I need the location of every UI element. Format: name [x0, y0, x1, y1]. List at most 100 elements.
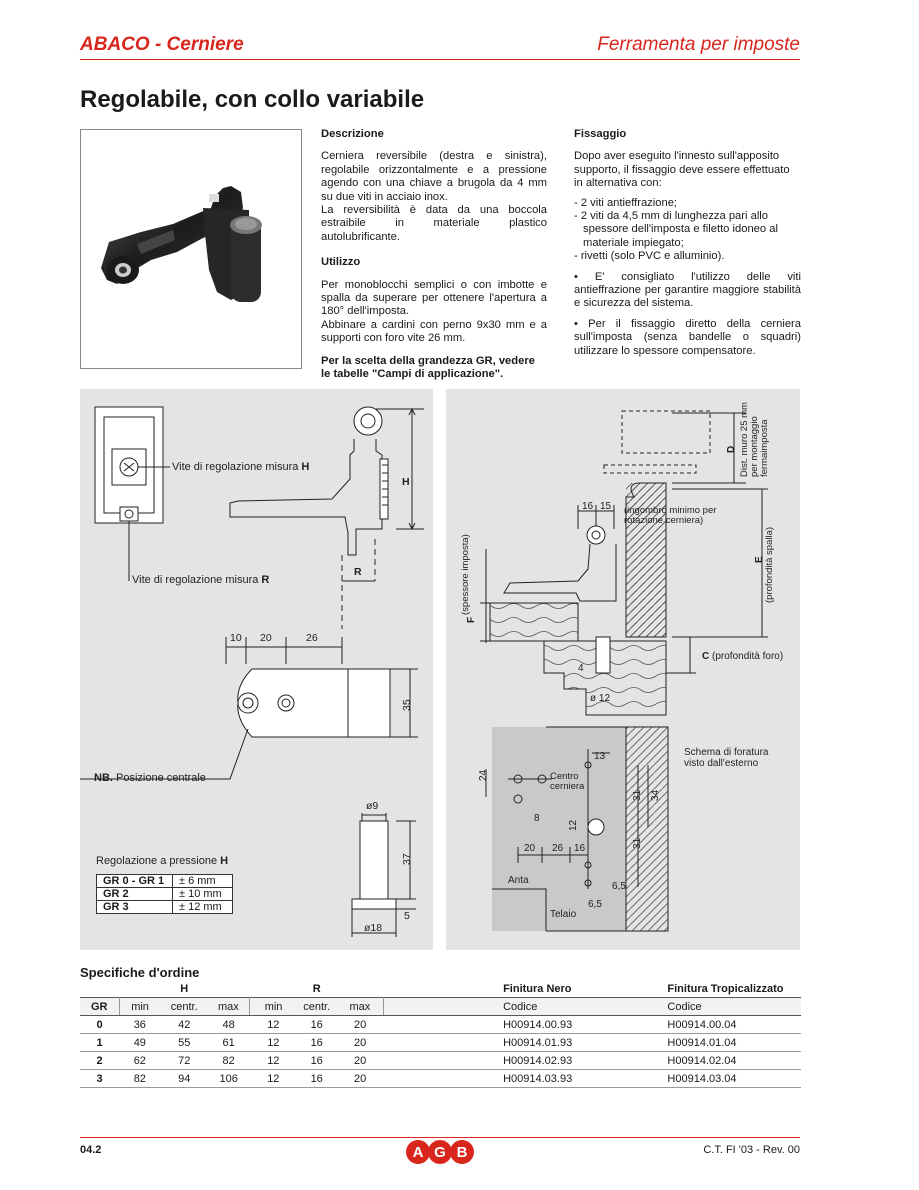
cell-codice: H00914.03.04: [667, 1069, 801, 1088]
dim-37: 37: [401, 853, 413, 865]
cell-gr: 3: [80, 1069, 120, 1088]
description-column: Descrizione Cerniera reversibile (destra…: [321, 128, 547, 382]
dim-8: 8: [534, 813, 540, 824]
schema-label: visto dall'esterno: [684, 758, 759, 769]
footer-divider: [80, 1137, 800, 1138]
utilizzo-note: Per la scelta della grandezza GR, vedere…: [321, 354, 535, 381]
cell: 12: [249, 1033, 298, 1052]
dim-20: 20: [260, 632, 272, 644]
dim-65b: 6,5: [588, 899, 602, 910]
col-codice-trop: Codice: [667, 997, 801, 1016]
vite-r-label: Vite di regolazione misura R: [132, 574, 269, 586]
spessore-imposta: (spessore imposta): [460, 534, 471, 615]
ingombro-label: rotazione cerniera): [624, 515, 703, 526]
cell: 16: [297, 1051, 337, 1070]
fissaggio-bullet: • E' consigliato l'utilizzo delle viti a…: [574, 270, 801, 310]
col-h-min: min: [119, 997, 161, 1016]
specifiche-table: H R Finitura Nero Finitura Tropicalizzat…: [80, 981, 801, 1088]
col-r-max: max: [336, 997, 385, 1016]
svg-text:B: B: [457, 1144, 468, 1161]
centro-label: Centro: [550, 771, 579, 782]
dim-f: F: [466, 617, 477, 623]
cell: 72: [160, 1051, 208, 1070]
cell: 62: [119, 1051, 161, 1070]
dim-16b: 16: [574, 843, 586, 854]
dim-d12: ø 12: [590, 693, 610, 704]
cell: 106: [207, 1069, 250, 1088]
cell: 16: [297, 1033, 337, 1052]
fissaggio-item: - 2 viti da 4,5 mm di lunghezza pari all…: [574, 210, 778, 249]
dim-r: R: [354, 566, 362, 578]
page-title: Regolabile, con collo variabile: [80, 86, 425, 113]
cell: 36: [119, 1015, 161, 1034]
col-gr: GR: [80, 997, 120, 1016]
cell: 48: [207, 1015, 250, 1034]
col-r-centr: centr.: [297, 997, 337, 1016]
descrizione-heading: Descrizione: [321, 128, 384, 140]
dim-d: D: [726, 446, 737, 453]
reg-val: ± 6 mm: [172, 874, 233, 888]
ingombro-label: (ingombro minimo per: [624, 505, 716, 516]
svg-text:A: A: [413, 1144, 424, 1161]
dim-15: 15: [600, 501, 612, 512]
dim-d18: ø18: [364, 922, 382, 934]
telaio-label: Telaio: [550, 909, 577, 920]
cell-gr: 2: [80, 1051, 120, 1070]
cell: 16: [297, 1069, 337, 1088]
utilizzo-p2: Abbinare a cardini con perno 9x30 mm e a…: [321, 318, 547, 345]
fissaggio-item: - rivetti (solo PVC e alluminio).: [574, 250, 725, 263]
dim-65a: 6,5: [612, 881, 626, 892]
finitura-nero: Finitura Nero: [503, 983, 572, 995]
section-title: ABACO - Cerniere: [80, 34, 244, 55]
technical-drawing-left: Vite di regolazione misura H Vite di reg…: [80, 389, 433, 950]
dist-label: per montaggio: [749, 416, 760, 477]
group-h: H: [180, 983, 189, 995]
dim-31b: 31: [632, 837, 643, 849]
revision-label: C.T. FI '03 - Rev. 00: [703, 1144, 800, 1156]
utilizzo-p1: Per monoblocchi semplici o con imbotte e…: [321, 278, 547, 318]
vite-h-label: Vite di regolazione misura H: [172, 461, 309, 473]
dim-13: 13: [594, 751, 606, 762]
dim-4: 4: [578, 663, 584, 674]
dim-h: H: [402, 476, 410, 488]
finitura-trop: Finitura Tropicalizzato: [667, 983, 784, 995]
cell: 61: [207, 1033, 250, 1052]
reg-title: Regolazione a pressione H: [96, 855, 228, 867]
cell-codice: H00914.01.04: [667, 1033, 801, 1052]
dim-34: 34: [650, 789, 661, 801]
cell: 20: [336, 1069, 384, 1088]
specifiche-title: Specifiche d'ordine: [80, 965, 200, 980]
agb-logo: A G B: [405, 1139, 475, 1165]
dim-c: C (profondità foro): [702, 651, 783, 662]
spec-row: 2 62 72 82 12 16 20 H00914.02.93 H00914.…: [80, 1051, 801, 1070]
product-photo: [80, 129, 302, 369]
dist-label: Dist. muro 25 mm: [739, 402, 750, 477]
col-h-max: max: [207, 997, 250, 1016]
category-title: Ferramenta per imposte: [597, 34, 800, 55]
regolazione-row: GR 2± 10 mm: [96, 887, 233, 901]
descrizione-p2: La reversibilità è data da una boccola e…: [321, 204, 547, 243]
cell-gr: 0: [80, 1015, 120, 1034]
fissaggio-heading: Fissaggio: [574, 128, 627, 140]
spec-row: 1 49 55 61 12 16 20 H00914.01.93 H00914.…: [80, 1033, 801, 1052]
cell: 16: [297, 1015, 337, 1034]
svg-text:G: G: [434, 1144, 446, 1161]
reg-val: ± 12 mm: [172, 900, 233, 914]
cell: 55: [160, 1033, 208, 1052]
reg-val: ± 10 mm: [172, 887, 233, 901]
spec-group-row: H R Finitura Nero Finitura Tropicalizzat…: [80, 981, 801, 998]
cell: 12: [249, 1069, 298, 1088]
reg-gr: GR 3: [96, 900, 173, 914]
technical-drawing-right: D Dist. muro 25 mm per montaggio fermaim…: [446, 389, 800, 950]
schema-label: Schema di foratura: [684, 747, 769, 758]
regolazione-row: GR 0 - GR 1± 6 mm: [96, 874, 233, 888]
cell-gr: 1: [80, 1033, 120, 1052]
reg-gr: GR 0 - GR 1: [96, 874, 173, 888]
cell-codice: H00914.02.93: [503, 1051, 668, 1070]
spec-header-row: GR min centr. max min centr. max Codice …: [80, 997, 801, 1016]
cell-codice: H00914.01.93: [503, 1033, 668, 1052]
cell: 12: [249, 1015, 298, 1034]
dist-label: fermaimposta: [759, 419, 770, 477]
centro-label: cerniera: [550, 781, 585, 792]
spec-row: 3 82 94 106 12 16 20 H00914.03.93 H00914…: [80, 1069, 801, 1088]
